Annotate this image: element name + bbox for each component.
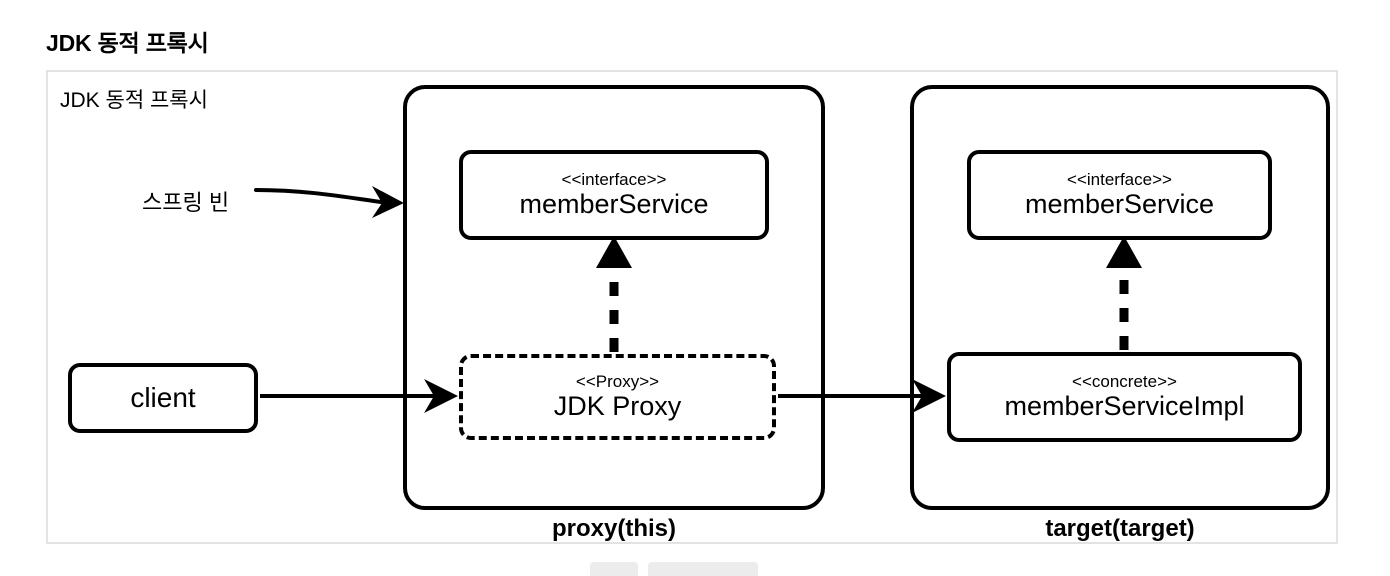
- class-name-label: memberServiceImpl: [1004, 390, 1245, 421]
- diagram-label: JDK 동적 프록시: [60, 89, 208, 112]
- proxy-container: [403, 85, 825, 510]
- stereotype-label: <<concrete>>: [1072, 372, 1177, 391]
- node-target-member-service-interface: <<interface>> memberService: [967, 150, 1272, 240]
- stereotype-label: <<interface>>: [561, 170, 667, 189]
- class-name-label: JDK Proxy: [553, 390, 682, 421]
- node-jdk-proxy: <<Proxy>> JDK Proxy: [459, 354, 776, 440]
- target-container: [910, 85, 1330, 510]
- class-name-label: memberService: [519, 188, 709, 219]
- stereotype-label: <<interface>>: [1067, 170, 1172, 189]
- spring-bean-annotation-label: 스프링 빈: [142, 190, 230, 215]
- bottom-widget-chip-2[interactable]: [648, 562, 758, 576]
- node-proxy-member-service-interface: <<interface>> memberService: [459, 150, 769, 240]
- node-member-service-impl: <<concrete>> memberServiceImpl: [947, 352, 1302, 442]
- bottom-widget-chip-1[interactable]: [590, 562, 638, 576]
- page-title: JDK 동적 프록시: [46, 30, 209, 56]
- target-container-caption: target(target): [1045, 515, 1195, 542]
- stereotype-label: <<Proxy>>: [575, 372, 660, 391]
- proxy-container-caption: proxy(this): [551, 515, 676, 542]
- node-client: client: [68, 363, 258, 433]
- class-name-label: memberService: [1024, 188, 1215, 219]
